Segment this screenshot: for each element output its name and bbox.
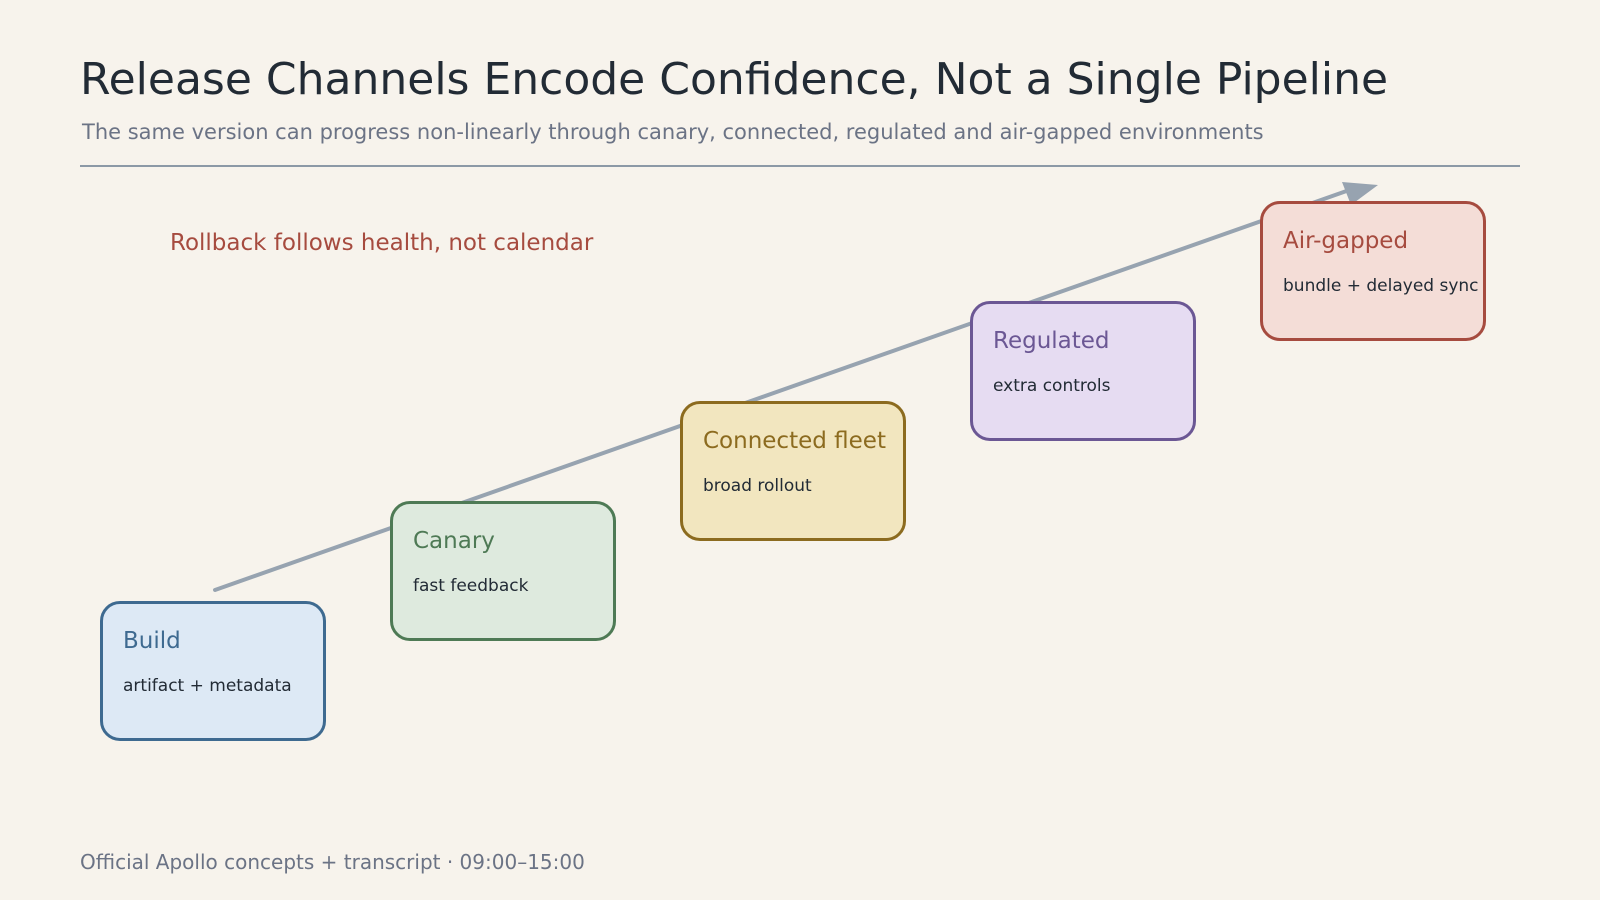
stage-name: Build [123,628,181,654]
footer-source: Official Apollo concepts + transcript · … [80,850,585,874]
stage-name: Connected fleet [703,428,886,454]
stage-build: Build artifact + metadata [100,601,326,741]
stage-regulated: Regulated extra controls [970,301,1196,441]
stage-description: broad rollout [703,476,812,496]
stage-name: Regulated [993,328,1110,354]
stage-description: extra controls [993,376,1111,396]
page-title: Release Channels Encode Confidence, Not … [80,54,1389,105]
stage-connected-fleet: Connected fleet broad rollout [680,401,906,541]
stage-name: Air-gapped [1283,228,1409,254]
stage-canary: Canary fast feedback [390,501,616,641]
stage-name: Canary [413,528,495,554]
stage-air-gapped: Air-gapped bundle + delayed sync [1260,201,1486,341]
stage-description: artifact + metadata [123,676,292,696]
page-subtitle: The same version can progress non-linear… [82,120,1264,144]
stage-description: fast feedback [413,576,529,596]
title-divider [80,165,1520,167]
rollback-note: Rollback follows health, not calendar [170,230,594,256]
stage-description: bundle + delayed sync [1283,276,1479,296]
